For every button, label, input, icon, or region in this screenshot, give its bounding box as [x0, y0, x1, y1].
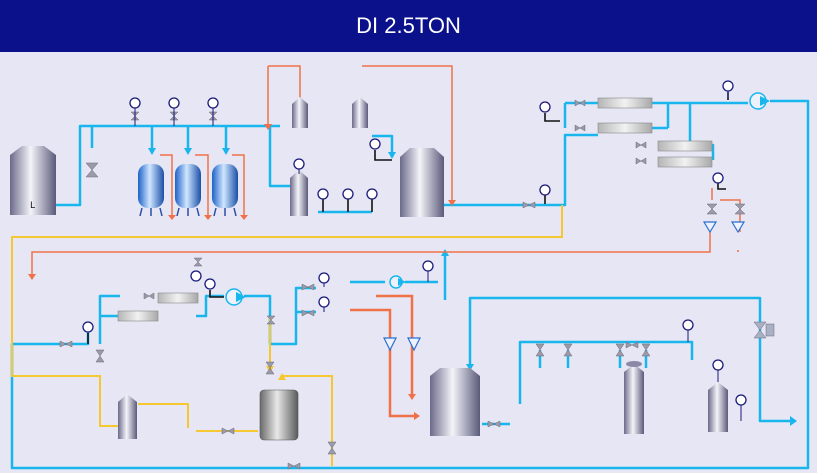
- small-vessel-top-1[interactable]: [292, 97, 308, 128]
- cone-nozzles[interactable]: [383, 221, 746, 352]
- bottom-vessel-right[interactable]: [708, 382, 728, 432]
- gauge-stems: [134, 91, 742, 421]
- filter-housings[interactable]: [117, 97, 713, 322]
- storage-tank-bottom[interactable]: [430, 368, 480, 436]
- pumps[interactable]: [225, 92, 770, 306]
- softener-tank-1: [138, 164, 164, 217]
- process-diagram: L: [10, 65, 810, 470]
- softener-tanks[interactable]: [138, 164, 238, 217]
- drain-pipes: [31, 65, 741, 274]
- filter-vessel-1[interactable]: [290, 170, 308, 216]
- bottom-vessel-mid[interactable]: [624, 361, 644, 434]
- pump-top-right: [749, 92, 770, 110]
- pressure-gauges[interactable]: [82, 80, 747, 406]
- page-title: DI 2.5TON: [0, 0, 817, 52]
- drain-pipes-thick: [350, 294, 414, 418]
- storage-tank-left[interactable]: L: [10, 146, 56, 215]
- small-vessel-top-2[interactable]: [352, 97, 368, 128]
- flow-arrows: [148, 148, 797, 426]
- drain-arrows: [28, 124, 456, 420]
- bottom-vessel-left[interactable]: [118, 394, 137, 439]
- softener-tank-3: [212, 164, 238, 217]
- softener-tank-2: [175, 164, 201, 217]
- process-drum-gray[interactable]: [259, 389, 299, 441]
- tank-level-label: L: [30, 201, 35, 211]
- pump-middle-left: [225, 288, 246, 306]
- storage-tank-center[interactable]: [400, 148, 444, 217]
- valves[interactable]: [59, 99, 775, 470]
- pump-middle-center: [389, 275, 406, 289]
